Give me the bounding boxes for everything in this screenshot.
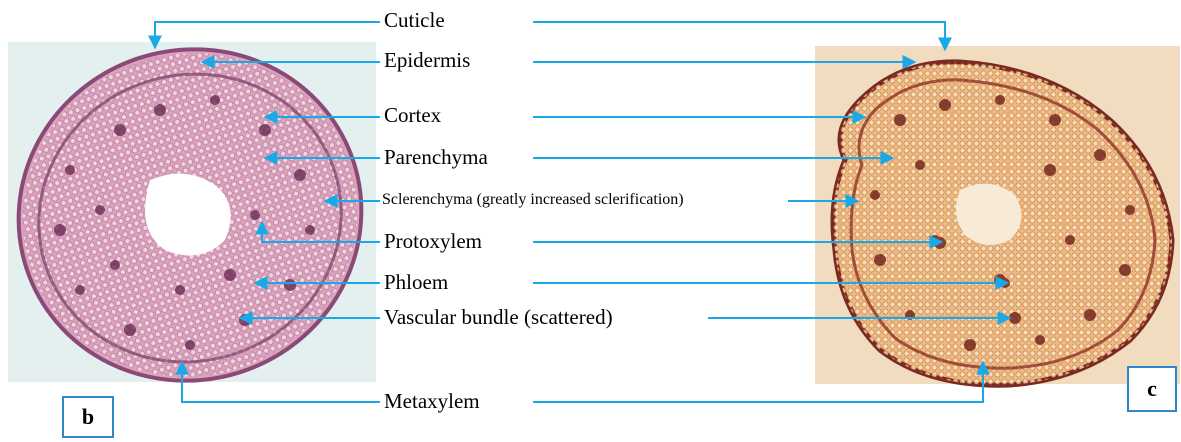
panel-label-b: b [62, 396, 114, 438]
label-cuticle: Cuticle [384, 10, 445, 31]
panel-label-c: c [1127, 366, 1177, 412]
label-protoxylem: Protoxylem [384, 231, 482, 252]
label-epidermis: Epidermis [384, 50, 470, 71]
label-cortex: Cortex [384, 105, 441, 126]
label-metaxylem: Metaxylem [384, 391, 480, 412]
label-parenchyma: Parenchyma [384, 147, 488, 168]
label-phloem: Phloem [384, 272, 448, 293]
micrograph-b [0, 5, 405, 425]
label-vascular-bundle: Vascular bundle (scattered) [384, 307, 613, 328]
arrow-cuticle-right [533, 22, 945, 50]
label-sclerenchyma: Sclerenchyma (greatly increased sclerifi… [382, 192, 684, 208]
micrograph-c [815, 46, 1180, 385]
